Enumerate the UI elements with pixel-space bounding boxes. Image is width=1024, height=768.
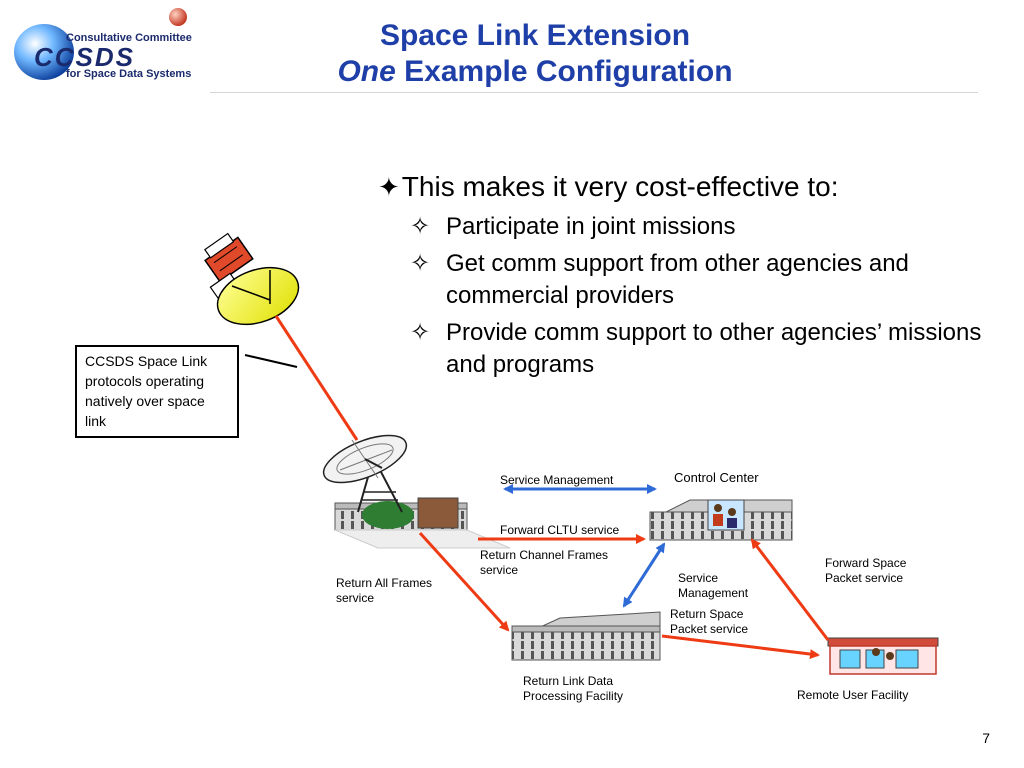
return-space-packet-arrow: [661, 634, 820, 659]
label-service-management-top: Service Management: [500, 473, 614, 487]
logo-line-1: Consultative Committee: [66, 32, 192, 44]
bullet-main: ✦This makes it very cost-effective to:: [378, 168, 988, 206]
page-number: 7: [982, 730, 990, 746]
hollow-star-icon: ✧: [410, 319, 431, 346]
header-divider: [210, 92, 978, 93]
label-forward-space-packet: Forward Space Packet service: [825, 556, 907, 585]
callout-pointer: [244, 354, 298, 368]
ccsds-logo-graphic: [14, 8, 187, 80]
title-line-1: Space Link Extension: [379, 19, 691, 52]
label-remote-user-facility: Remote User Facility: [797, 688, 909, 702]
ground-station-icon: [322, 434, 511, 549]
bullet-list: ✦This makes it very cost-effective to: ✧…: [378, 168, 988, 381]
space-link-callout: CCSDS Space Link protocols operating nat…: [75, 345, 239, 438]
hollow-star-icon: ✧: [410, 213, 431, 240]
satellite-icon: [204, 232, 300, 326]
logo-wordmark: CCSDS: [34, 42, 136, 72]
label-return-link-facility: Return Link Data Processing Facility: [523, 674, 624, 703]
return-all-frames-arrow: [418, 531, 510, 632]
slide-title: Space Link Extension One Example Configu…: [250, 18, 820, 90]
sub-bullet-2: ✧ Get comm support from other agencies an…: [410, 248, 988, 312]
logo-line-2: for Space Data Systems: [66, 68, 192, 80]
sub-bullet-text: Get comm support from other agencies and…: [446, 250, 909, 309]
service-management-mid-arrow: [622, 542, 666, 608]
ccsds-logo: Consultative Committee CCSDS for Space D…: [12, 6, 202, 86]
label-return-channel-frames: Return Channel Frames service: [480, 548, 609, 577]
title-line-2-rest: Example Configuration: [395, 55, 733, 88]
forward-space-packet-arrow: [750, 538, 830, 641]
label-forward-cltu: Forward CLTU service: [500, 523, 620, 537]
bullet-main-text: This makes it very cost-effective to:: [401, 171, 839, 202]
sub-bullet-3: ✧ Provide comm support to other agencies’…: [410, 317, 988, 381]
label-control-center: Control Center: [674, 470, 759, 485]
control-center-icon: [649, 499, 793, 541]
hollow-star-icon: ✧: [410, 250, 431, 277]
return-link-facility-icon: [511, 611, 661, 661]
sub-bullet-text: Provide comm support to other agencies’ …: [446, 319, 982, 378]
label-return-space-packet: Return Space Packet service: [670, 607, 749, 636]
space-link-line: [274, 315, 359, 441]
label-return-all-frames: Return All Frames service: [336, 576, 433, 605]
sub-bullet-text: Participate in joint missions: [446, 213, 736, 240]
sub-bullet-list: ✧ Participate in joint missions ✧ Get comm…: [410, 211, 988, 381]
sub-bullet-1: ✧ Participate in joint missions: [410, 211, 988, 243]
title-italic-word: One: [337, 55, 396, 88]
four-point-star-icon: ✦: [378, 172, 400, 202]
remote-user-facility-icon: [827, 637, 939, 675]
title-line-2: One Example Configuration: [250, 54, 820, 90]
label-service-management-mid: Service Management: [678, 571, 749, 600]
